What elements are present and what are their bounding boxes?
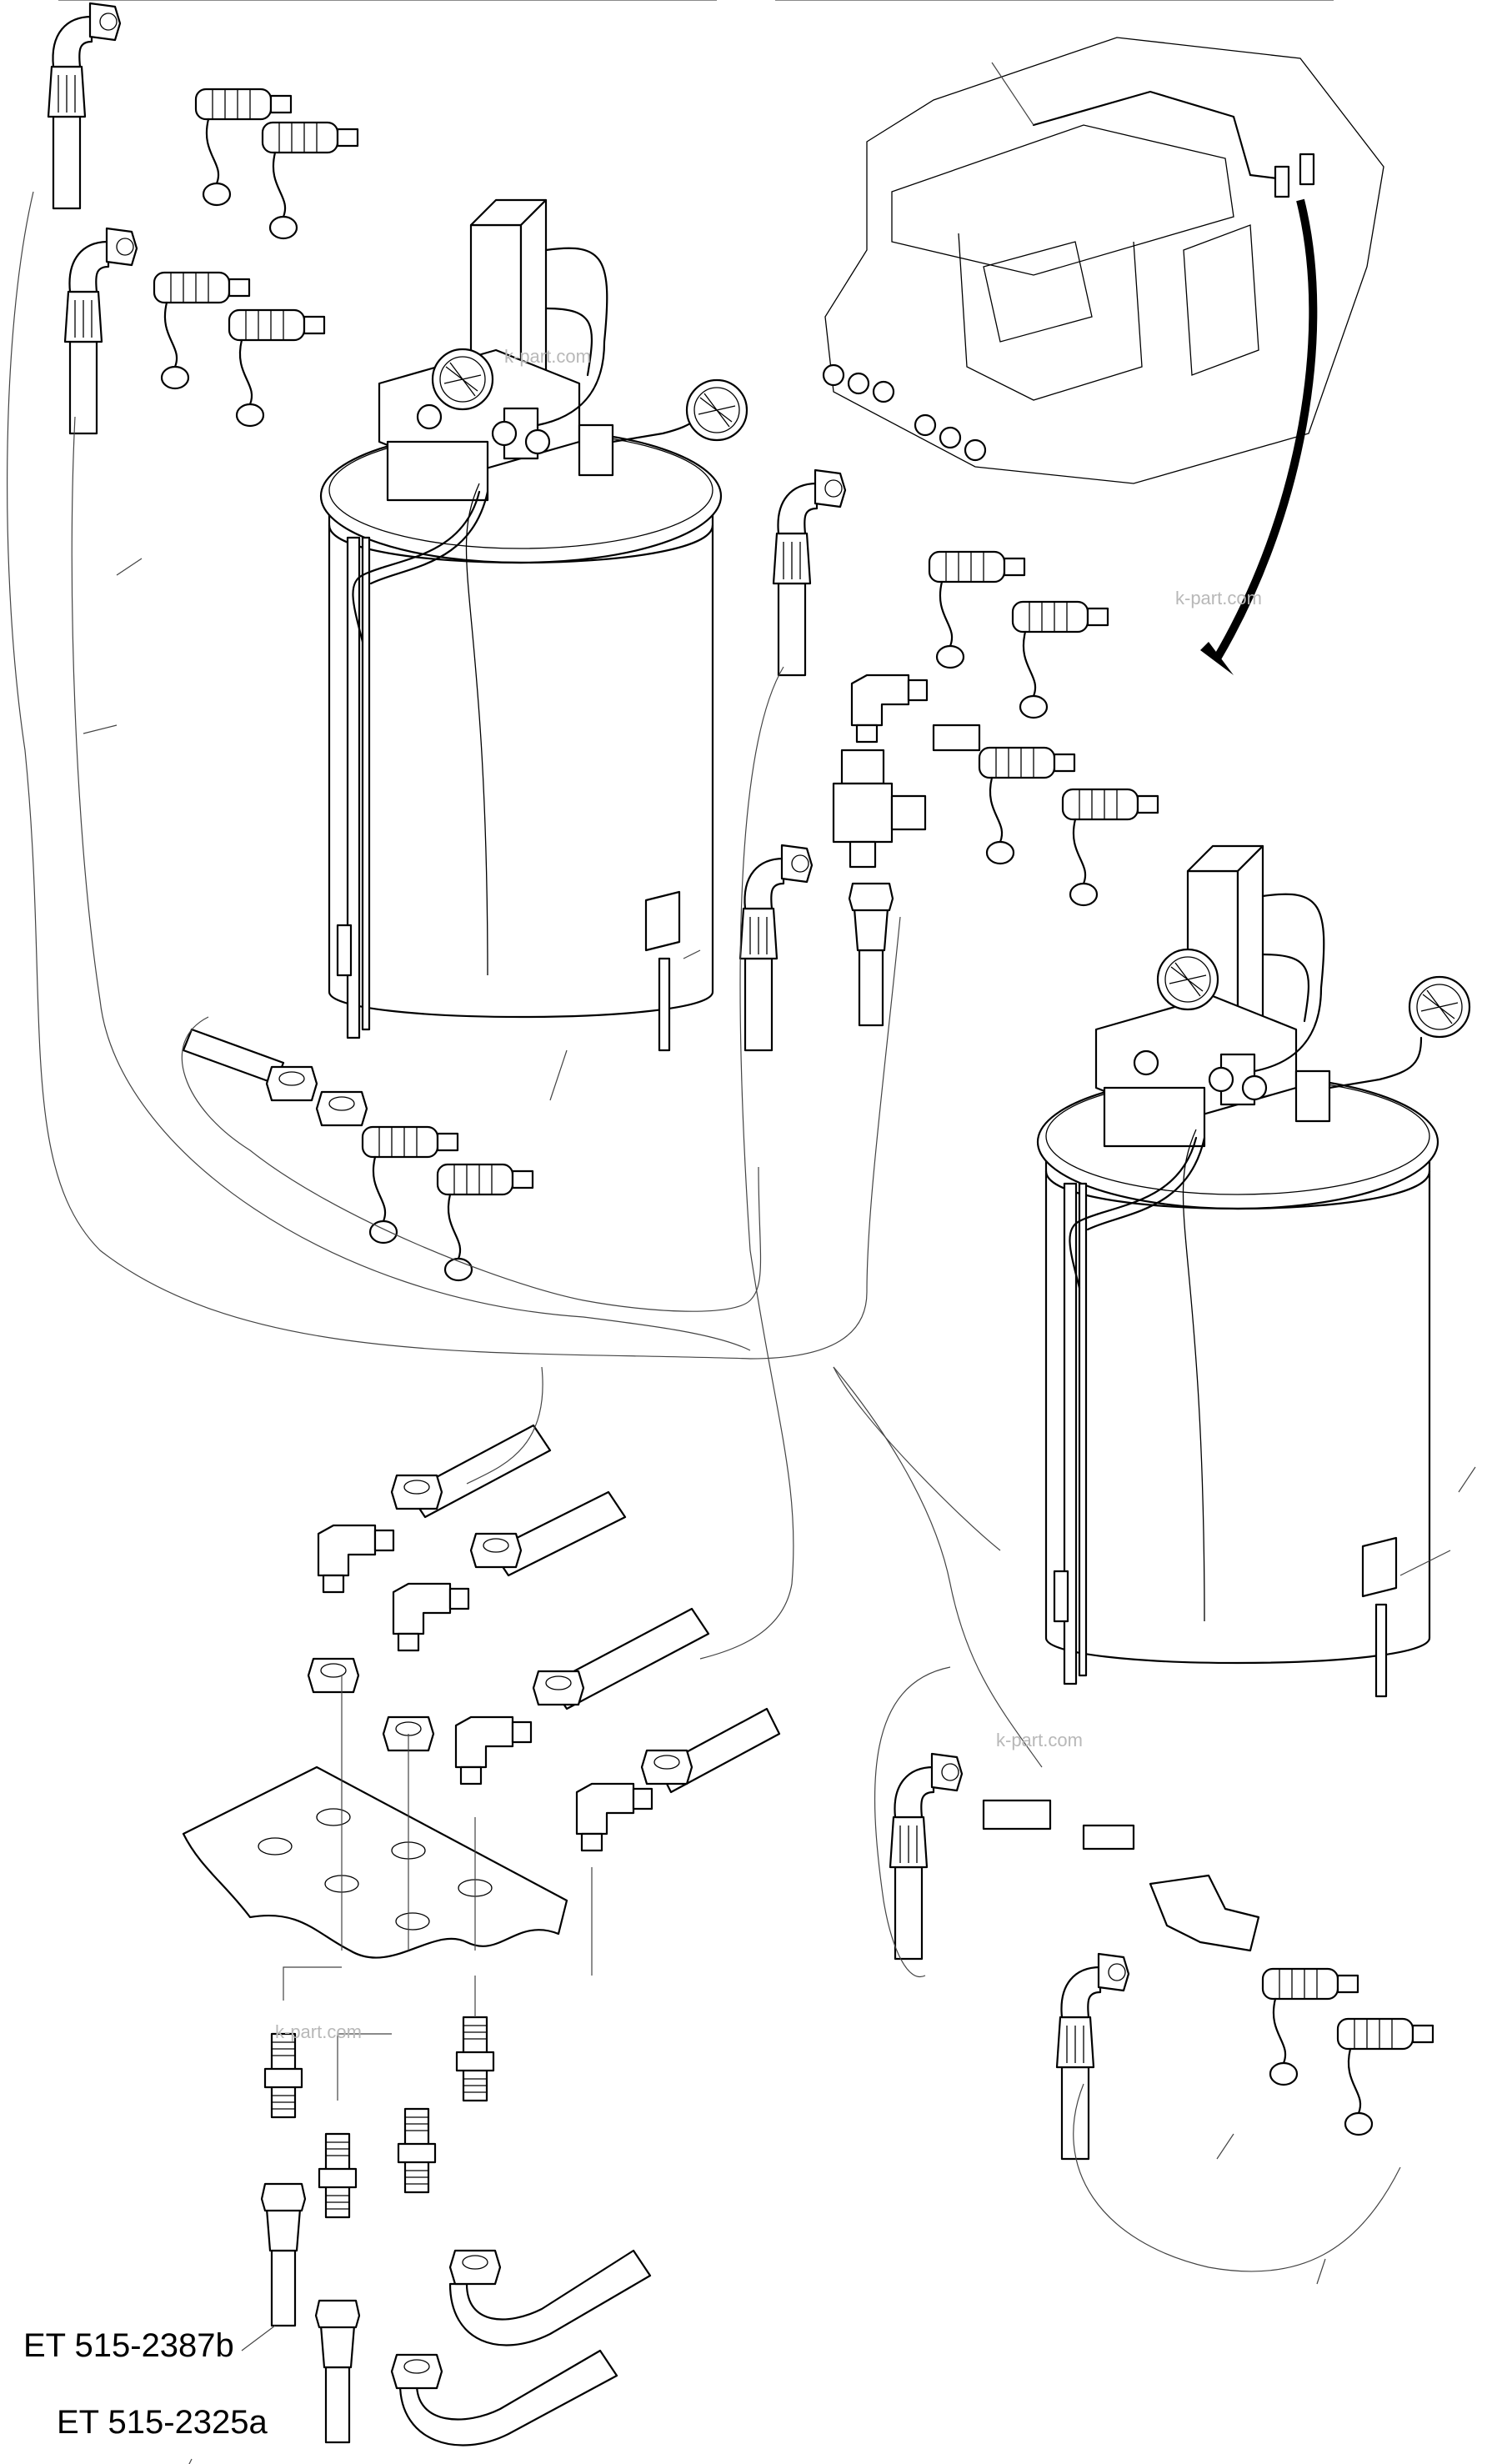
hydraulic-nipple [318, 2132, 358, 2219]
hydraulic-nipple [455, 2016, 495, 2102]
quick-coupler [1061, 788, 1159, 907]
elbow-fitting [392, 1582, 470, 1652]
accumulator-right [1036, 844, 1439, 1698]
mounting-plate [182, 1765, 568, 1959]
hose-elbow [772, 468, 847, 677]
hose-straight [182, 1028, 368, 1127]
watermark: k-part.com [996, 1730, 1083, 1750]
hose-elbow [889, 1752, 964, 1961]
quick-coupler [261, 121, 359, 240]
elbow-fitting [317, 1524, 395, 1594]
elbow-fitting [850, 674, 929, 744]
hydraulic-nipple [397, 2107, 437, 2194]
pressure-gauge-icon [1408, 975, 1471, 1039]
elbow-fitting [454, 1715, 533, 1785]
hose-elbow [738, 844, 814, 1052]
quick-coupler [928, 550, 1026, 669]
machine-overview-inset [822, 37, 1384, 675]
hose-elbow [63, 227, 138, 435]
watermark: k-part.com [504, 346, 591, 367]
hose-elbow [1055, 1952, 1130, 2161]
part-reference-label: ET 515-2387b [23, 2327, 234, 2364]
leader-lines [83, 558, 1476, 2464]
fitting-chain [982, 1799, 1260, 1952]
hose-straight [848, 882, 894, 1027]
watermark: k-part.com [1175, 588, 1262, 608]
pressure-gauge-icon [431, 348, 494, 411]
tee-fitting [832, 724, 981, 869]
part-reference-label: ET 515-2325a [57, 2404, 268, 2441]
hydraulic-nipple [263, 2032, 303, 2119]
hose-straight [314, 2299, 361, 2444]
hex-nut [307, 1657, 360, 1694]
quick-coupler [436, 1163, 534, 1282]
hose-straight [260, 2182, 307, 2327]
hose-straight [390, 1424, 781, 1794]
pressure-gauge-icon [685, 378, 749, 442]
quick-coupler [1336, 2017, 1434, 2136]
quick-coupler [228, 308, 326, 428]
elbow-fitting [575, 1782, 653, 1852]
pressure-gauge-icon [1156, 948, 1219, 1011]
hose-elbow [47, 2, 122, 210]
watermark: k-part.com [275, 2021, 362, 2042]
accumulator-left [319, 198, 723, 1052]
quick-coupler [978, 746, 1076, 865]
hose-elbow [390, 2249, 652, 2446]
quick-coupler [1011, 600, 1109, 719]
routing-lines [7, 191, 1401, 2272]
